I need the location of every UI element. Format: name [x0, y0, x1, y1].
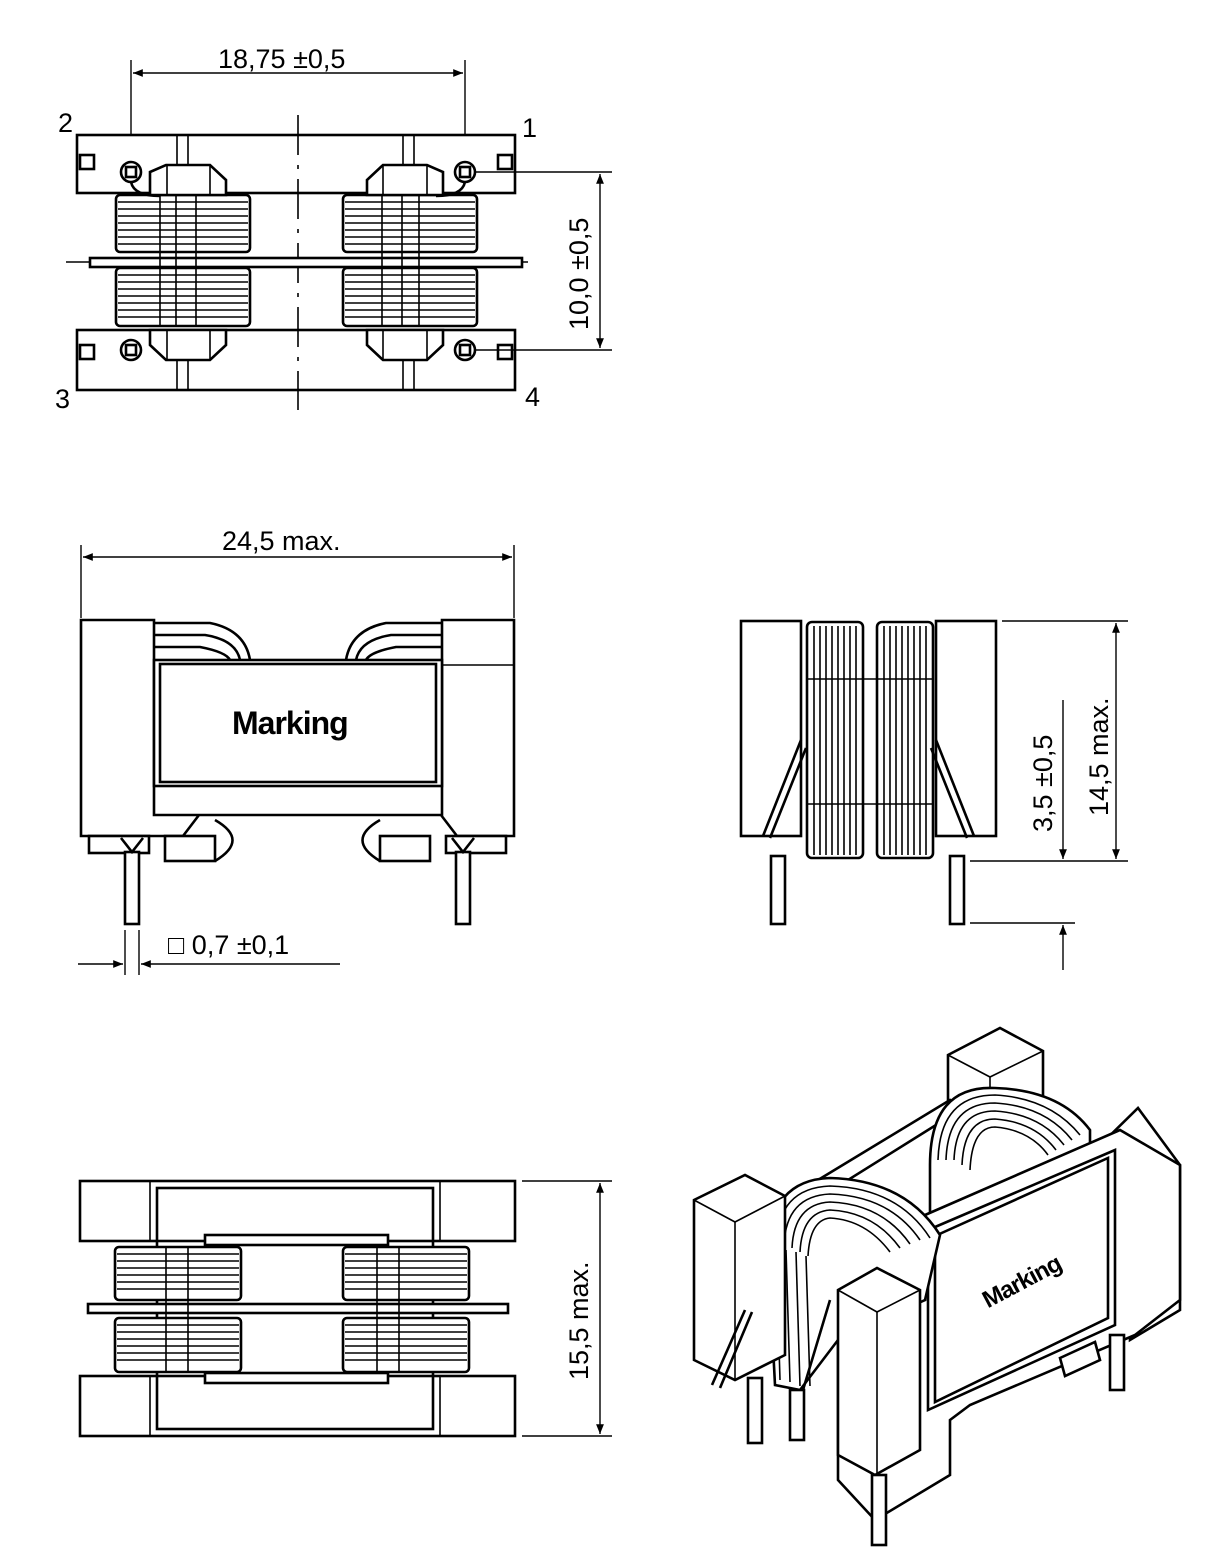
- isometric-view: [692, 1026, 1182, 1547]
- dim-depth: 15,5 max.: [564, 1261, 594, 1380]
- dim-width: 24,5 max.: [222, 526, 341, 556]
- dim-row-spacing: 10,0 ±0,5: [564, 217, 594, 330]
- dim-pin-pitch: 18,75 ±0,5: [218, 44, 346, 74]
- pin-label-3: 3: [55, 384, 71, 414]
- side-view: [739, 619, 1128, 970]
- dim-height: 14,5 max.: [1084, 697, 1114, 816]
- pin-label-4: 4: [525, 382, 541, 412]
- dim-pin-size: □ 0,7 ±0,1: [168, 930, 290, 960]
- pin-label-1: 1: [522, 113, 538, 143]
- bottom-view: [78, 1179, 612, 1438]
- front-view: [78, 545, 516, 975]
- dim-pin-length: 3,5 ±0,5: [1028, 734, 1058, 832]
- top-view: [66, 60, 612, 410]
- marking-label-front: Marking: [232, 705, 349, 741]
- pin-label-2: 2: [58, 108, 74, 138]
